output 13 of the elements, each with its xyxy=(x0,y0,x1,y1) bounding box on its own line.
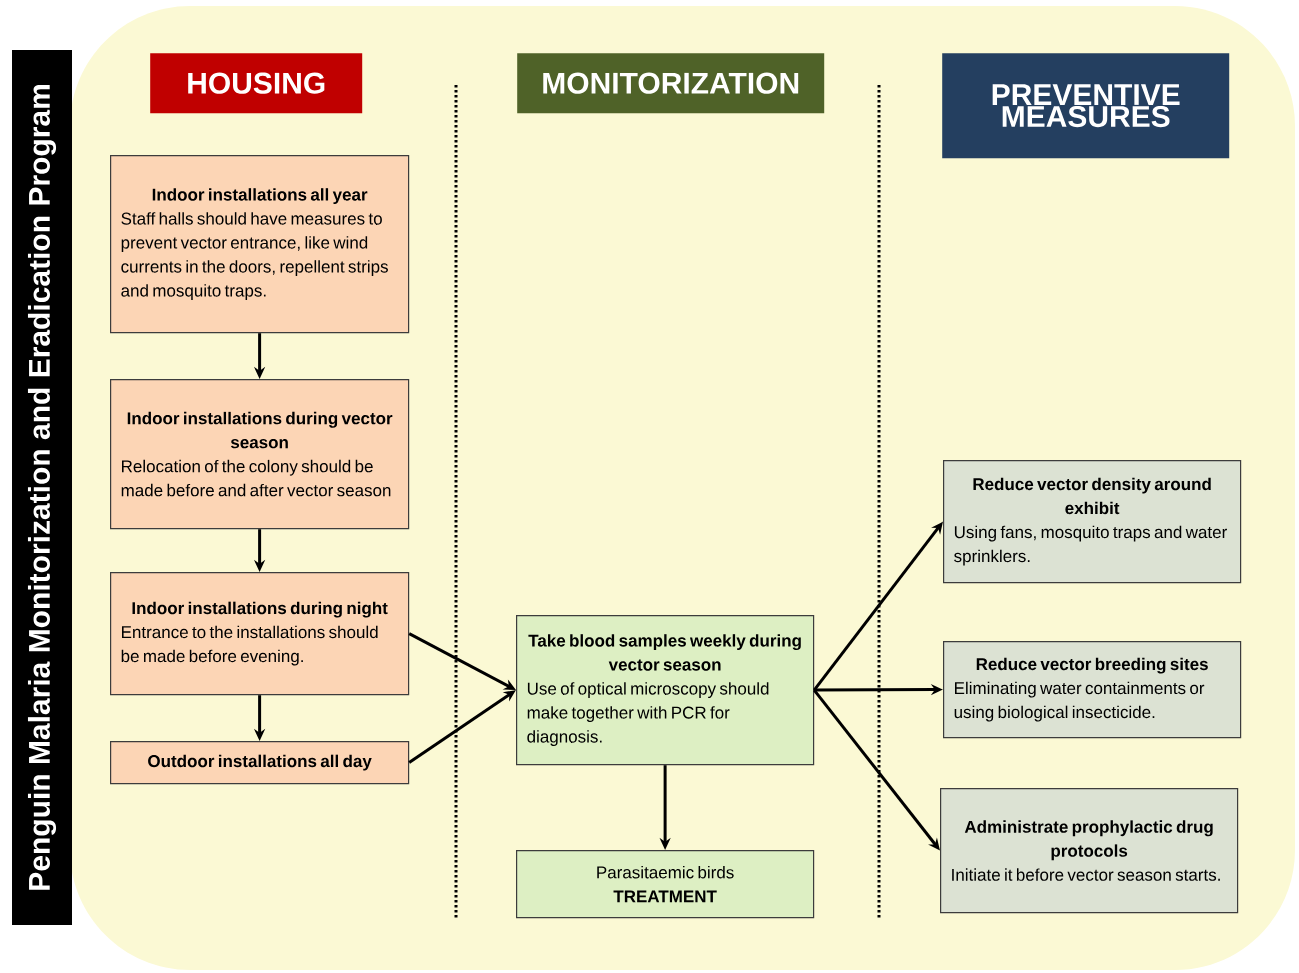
process-box: Indoor installations during vector season Relocation of the colony should be made before and after vector season xyxy=(110,379,410,530)
title-bar: Penguin Malaria Monitorization and Eradication Program xyxy=(12,50,72,925)
process-box: Administrate prophylactic drug protocols Initiate it before vector season starts. xyxy=(940,788,1239,914)
column-header: MONITORIZATION xyxy=(517,53,825,114)
process-box: Outdoor installations all day xyxy=(110,741,410,785)
process-box: Reduce vector density around exhibit Using fans, mosquito traps and water sprinklers. xyxy=(943,460,1242,584)
column-header: PREVENTIVE MEASURES xyxy=(942,53,1230,159)
process-box: Indoor installations all year Staff halls should have measures to prevent vector entrance, like wind currents in the doors, repellent strips and mosquito traps. xyxy=(110,155,410,334)
process-box: Parasitaemic birds TREATMENT xyxy=(516,850,815,919)
process-box: Take blood samples weekly during vector season Use of optical microscopy should make together with PCR for diagnosis. xyxy=(516,615,815,766)
process-box: Reduce vector breeding sites Eliminating water containments or using biological insecticide. xyxy=(943,641,1242,739)
column-header: HOUSING xyxy=(150,53,363,114)
process-box: Indoor installations during night Entrance to the installations should be made before evening. xyxy=(110,572,410,696)
